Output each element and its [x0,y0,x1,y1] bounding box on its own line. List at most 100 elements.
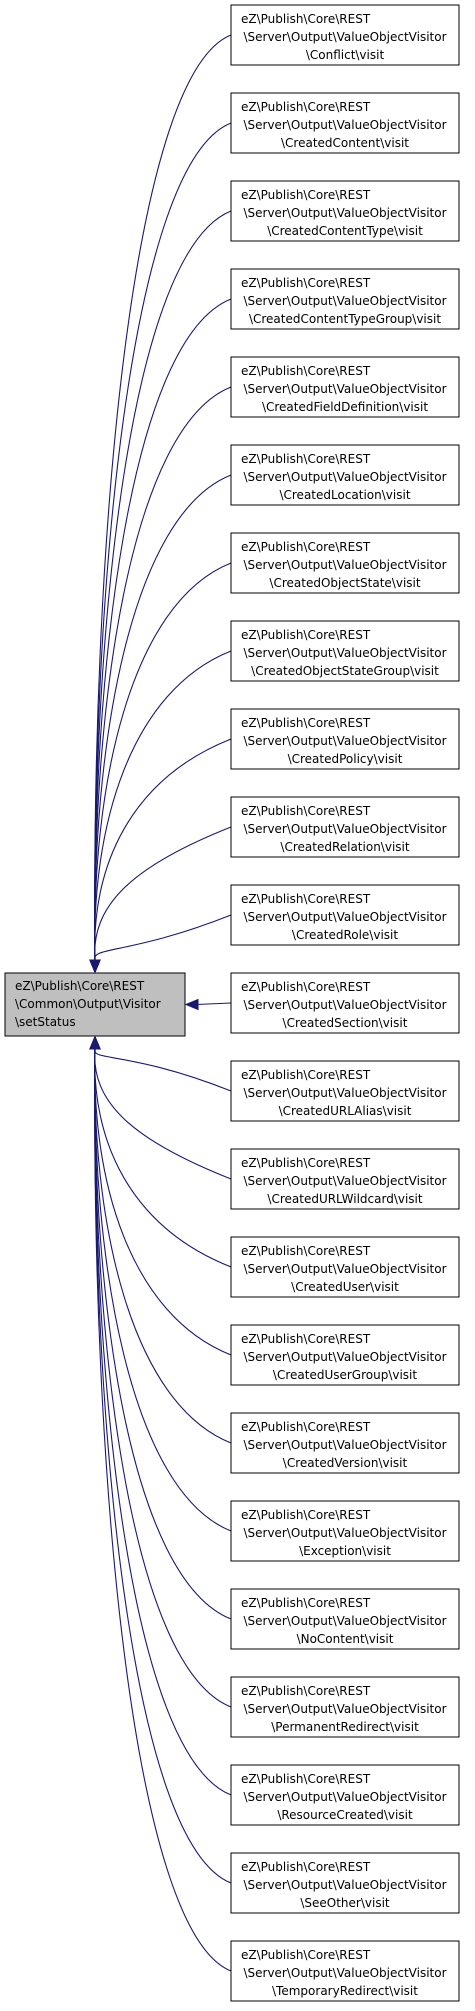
caller-node-line-3: \CreatedURLWildcard\visit [267,1192,422,1206]
caller-node-line-2: \Server\Output\ValueObjectVisitor [243,1174,446,1188]
caller-node-line-2: \Server\Output\ValueObjectVisitor [243,1790,446,1804]
caller-node-box [230,444,460,506]
caller-node-box [230,1764,460,1826]
caller-node-line-3: \CreatedUser\visit [291,1280,399,1294]
caller-node-box [230,1060,460,1122]
call-edge-arrowhead [89,959,101,974]
caller-node-line-2: \Server\Output\ValueObjectVisitor [243,206,446,220]
caller-node-box [230,532,460,594]
caller-nodes: eZ\Publish\Core\REST \Server\Output\Value… [230,4,460,2002]
caller-node-box [230,1940,460,2002]
call-edge-arrowhead [184,998,199,1011]
caller-node-line-2: \Server\Output\ValueObjectVisitor [243,1878,446,1892]
caller-node[interactable]: eZ\Publish\Core\REST\Server\Output\Value… [230,884,460,946]
caller-node-box [230,972,460,1034]
caller-node-line-1: eZ\Publish\Core\REST [241,1332,371,1346]
caller-node[interactable]: eZ\Publish\Core\REST\Server\Output\Value… [230,972,460,1034]
caller-node-box [230,1676,460,1738]
caller-node-line-3: \CreatedContentTypeGroup\visit [249,312,441,326]
caller-node[interactable]: eZ\Publish\Core\REST \Server\Output\Value… [230,1412,460,1474]
caller-node-line-1: eZ\Publish\Core\REST [241,1156,371,1170]
caller-node[interactable]: eZ\Publish\Core\REST \Server\Output\Value… [230,620,460,682]
caller-node[interactable]: eZ\Publish\Core\REST\Server\Output\Value… [230,1764,460,1826]
caller-node-box [230,1852,460,1914]
caller-node[interactable]: eZ\Publish\Core\REST \Server\Output\Value… [230,180,460,242]
call-edge [94,826,232,961]
call-edge [94,1048,232,1708]
caller-node-line-1: eZ\Publish\Core\REST [241,452,371,466]
caller-node-line-1: eZ\Publish\Core\REST [241,364,371,378]
caller-node-box [230,4,460,66]
caller-node-line-3: \CreatedContent\visit [281,136,409,150]
caller-node[interactable]: eZ\Publish\Core\REST \Server\Output\Value… [230,356,460,418]
caller-node-line-2: \Server\Output\ValueObjectVisitor [243,734,446,748]
caller-node-line-2: \Server\Output\ValueObjectVisitor [243,30,446,44]
focus-node-box [4,972,186,1037]
caller-node[interactable]: eZ\Publish\Core\REST\Server\Output\Value… [230,268,460,330]
caller-node[interactable]: eZ\Publish\Core\REST \Server\Output\Value… [230,796,460,858]
caller-node-line-2: \Server\Output\ValueObjectVisitor [243,1438,446,1452]
caller-node[interactable]: eZ\Publish\Core\REST \Server\Output\Value… [230,1588,460,1650]
caller-node-line-2: \Server\Output\ValueObjectVisitor [243,1614,446,1628]
caller-node-line-1: eZ\Publish\Core\REST [241,1420,371,1434]
caller-node-line-1: eZ\Publish\Core\REST [241,804,371,818]
caller-node[interactable]: eZ\Publish\Core\REST\Server\Output\Value… [230,92,460,154]
caller-node-box [230,1148,460,1210]
caller-node-line-2: \Server\Output\ValueObjectVisitor [243,998,446,1012]
caller-node[interactable]: eZ\Publish\Core\REST \Server\Output\Value… [230,1148,460,1210]
call-edge [94,650,232,961]
caller-node-line-3: \PermanentRedirect\visit [271,1720,419,1734]
caller-node-line-2: \Server\Output\ValueObjectVisitor [243,1086,446,1100]
caller-node[interactable]: eZ\Publish\Core\REST\Server\Output\Value… [230,1236,460,1298]
caller-node-line-3: \CreatedPolicy\visit [288,752,403,766]
caller-node[interactable]: eZ\Publish\Core\REST\Server\Output\Value… [230,708,460,770]
call-edge [94,1048,232,1532]
caller-node-box [230,620,460,682]
focus-node-line-3: \setStatus [15,1015,76,1029]
caller-node-line-3: \CreatedSection\visit [283,1016,408,1030]
call-edge [94,914,232,961]
call-edge [94,1048,232,1356]
caller-node-line-1: eZ\Publish\Core\REST [241,1860,371,1874]
caller-node[interactable]: eZ\Publish\Core\REST\Server\Output\Value… [230,4,460,66]
call-edge [94,34,232,961]
call-edge [94,1048,232,1620]
caller-node[interactable]: eZ\Publish\Core\REST\Server\Output\Value… [230,1500,460,1562]
caller-node-line-3: \CreatedRelation\visit [280,840,409,854]
caller-node-line-2: \Server\Output\ValueObjectVisitor [243,470,446,484]
caller-node-line-1: eZ\Publish\Core\REST [241,1684,371,1698]
caller-node[interactable]: eZ\Publish\Core\REST\Server\Output\Value… [230,1676,460,1738]
call-edge [94,1048,232,1444]
focus-node[interactable]: eZ\Publish\Core\REST \Common\Output\Visi… [4,972,186,1037]
caller-node-line-2: \Server\Output\ValueObjectVisitor [243,118,446,132]
caller-node-line-3: \ResourceCreated\visit [277,1808,413,1822]
call-edge-arrowhead [89,1035,101,1050]
caller-node[interactable]: eZ\Publish\Core\REST\Server\Output\Value… [230,532,460,594]
caller-node-line-1: eZ\Publish\Core\REST [241,188,371,202]
caller-node[interactable]: eZ\Publish\Core\REST \Server\Output\Value… [230,444,460,506]
caller-node-line-3: \SeeOther\visit [300,1896,390,1910]
caller-node-box [230,268,460,330]
caller-node-box [230,796,460,858]
caller-node[interactable]: eZ\Publish\Core\REST\Server\Output\Value… [230,1324,460,1386]
call-edge [94,1048,232,1180]
caller-node-line-2: \Server\Output\ValueObjectVisitor [243,1262,446,1276]
caller-node-box [230,1324,460,1386]
caller-node-line-2: \Server\Output\ValueObjectVisitor [243,910,446,924]
caller-node[interactable]: eZ\Publish\Core\REST \Server\Output\Value… [230,1852,460,1914]
caller-node[interactable]: eZ\Publish\Core\REST\Server\Output\Value… [230,1940,460,2002]
caller-node-line-2: \Server\Output\ValueObjectVisitor [243,382,446,396]
caller-node-line-1: eZ\Publish\Core\REST [241,628,371,642]
caller-node[interactable]: eZ\Publish\Core\REST\Server\Output\Value… [230,1060,460,1122]
caller-node-line-2: \Server\Output\ValueObjectVisitor [243,646,446,660]
caller-node-line-2: \Server\Output\ValueObjectVisitor [243,822,446,836]
caller-node-line-3: \CreatedObjectState\visit [269,576,420,590]
caller-node-line-2: \Server\Output\ValueObjectVisitor [243,294,446,308]
caller-node-line-1: eZ\Publish\Core\REST [241,1508,371,1522]
caller-node-line-3: \TemporaryRedirect\visit [272,1984,418,1998]
caller-node-line-1: eZ\Publish\Core\REST [241,1596,371,1610]
caller-node-box [230,1588,460,1650]
caller-node-line-3: \CreatedUserGroup\visit [273,1368,417,1382]
caller-node-line-3: \CreatedLocation\visit [279,488,410,502]
